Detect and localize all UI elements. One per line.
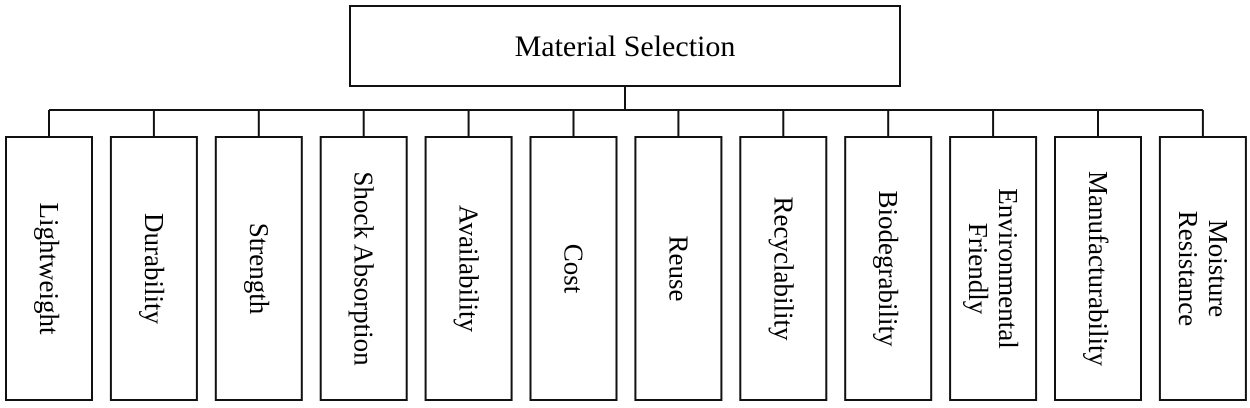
criterion-node: Manufacturability [1054, 136, 1142, 401]
criterion-box [214, 136, 303, 401]
criterion-box [424, 136, 513, 401]
criterion-box [949, 136, 1038, 401]
criterion-node: Durability [109, 136, 198, 401]
criterion-box [844, 136, 933, 401]
criterion-node: Biodegrability [844, 136, 933, 401]
tree-connectors [48, 86, 1204, 137]
root-label: Material Selection [515, 30, 736, 63]
criteria-nodes: Lightweight Durability Strength Shock Absor… [5, 136, 1247, 401]
criterion-box [5, 136, 93, 401]
criterion-box [109, 136, 198, 401]
criterion-label: Friendly [963, 223, 993, 315]
criterion-node: Cost [529, 136, 618, 401]
criterion-node: Availability [424, 136, 513, 401]
criterion-box [1158, 136, 1247, 401]
criterion-label: Shock Absorption [349, 171, 379, 366]
criterion-box [739, 136, 828, 401]
criterion-box [529, 136, 618, 401]
criterion-node: Shock Absorption [319, 136, 408, 401]
criterion-label: Biodegrability [873, 191, 903, 347]
criterion-node: Recyclability [739, 136, 828, 401]
criterion-label: Resistance [1173, 211, 1203, 326]
criterion-label: Strength [244, 223, 274, 315]
criterion-box [634, 136, 723, 401]
root-box [349, 5, 901, 87]
criterion-box [319, 136, 408, 401]
criterion-label: Cost [559, 244, 589, 294]
criterion-label: Environmental [993, 188, 1023, 348]
criterion-label: Recyclability [768, 197, 798, 341]
criterion-label: Manufacturability [1083, 171, 1113, 366]
criterion-node: Strength [214, 136, 303, 401]
criterion-label: Lightweight [34, 203, 64, 335]
root-node: Material Selection [349, 5, 901, 87]
criterion-label: Reuse [663, 236, 693, 302]
criterion-node: Lightweight [5, 136, 93, 401]
criterion-node: Reuse [634, 136, 723, 401]
criterion-box [1054, 136, 1142, 401]
criterion-label: Moisture [1203, 220, 1233, 318]
criterion-label: Durability [139, 213, 169, 324]
criterion-label: Availability [454, 205, 484, 332]
